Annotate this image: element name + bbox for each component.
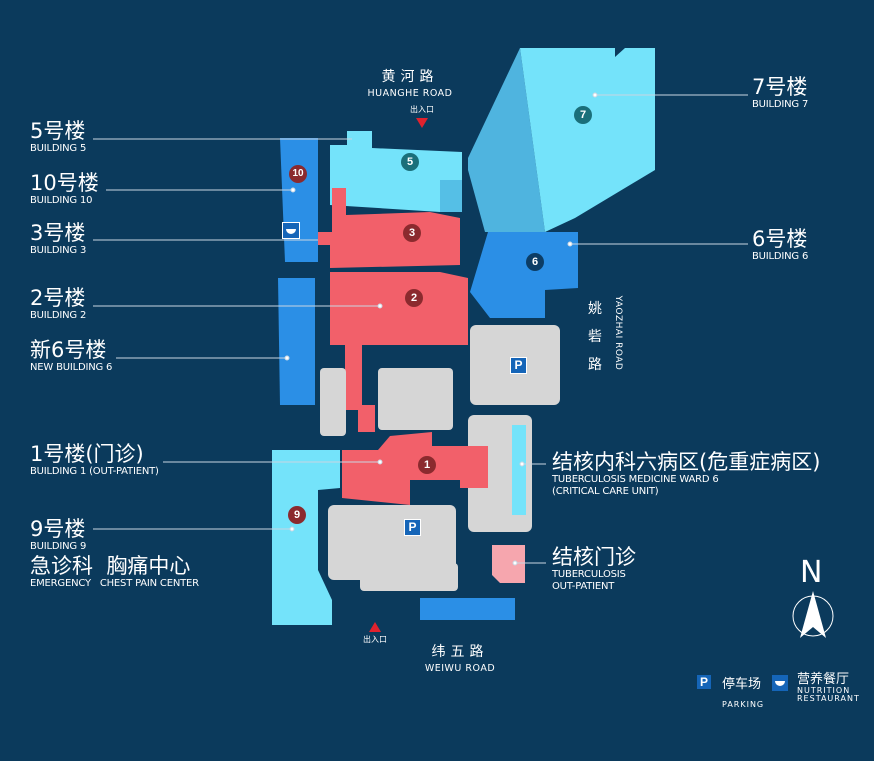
building-7-side[interactable] [468,48,545,232]
parking-lot-south [328,505,456,580]
leader-lines [93,92,748,566]
parking-icon: P [697,675,711,689]
new-building-6[interactable] [278,278,315,405]
marker-2[interactable]: 2 [405,289,423,307]
label-tb-ward-6: 结核内科六病区(危重症病区)TUBERCULOSIS MEDICINE WARD… [552,450,821,497]
corridor [345,345,375,432]
entrance-arrow-icon [369,622,381,632]
gray-block [360,563,458,591]
marker-7[interactable]: 7 [574,106,592,124]
road-yaozhai-cn: 姚砦路 [588,301,602,373]
parking-icon[interactable]: P [510,357,527,374]
building-10[interactable] [280,138,318,262]
gate-north: 出入口 [400,104,444,128]
compass-north-label: N [800,555,823,590]
gray-block [378,368,453,430]
label-emergency: 急诊科 胸痛中心 EMERGENCY CHEST PAIN CENTER [30,554,199,589]
blue-building [420,598,515,620]
building-7[interactable] [520,48,655,232]
marker-6[interactable]: 6 [526,253,544,271]
building-6[interactable] [470,232,578,318]
building-5[interactable] [330,131,462,212]
building-2[interactable] [330,272,468,345]
road-yaozhai-en: YAOZHAI ROAD [613,295,623,371]
marker-10[interactable]: 10 [289,165,307,183]
restaurant-icon [772,675,788,691]
restaurant-icon[interactable] [282,222,300,239]
label-building-1: 1号楼(门诊)BUILDING 1 (OUT-PATIENT) [30,442,159,477]
marker-1[interactable]: 1 [418,456,436,474]
building-3[interactable] [318,188,460,268]
tb-outpatient-building[interactable] [492,545,525,583]
compass-icon [792,591,834,638]
marker-3[interactable]: 3 [403,224,421,242]
building-9[interactable] [272,450,340,625]
marker-5[interactable]: 5 [401,153,419,171]
parking-icon[interactable]: P [404,519,421,536]
building-1[interactable] [342,432,488,505]
entrance-arrow-icon [416,118,428,128]
marker-9[interactable]: 9 [288,506,306,524]
gate-south: 出入口 [353,622,397,645]
gray-block [320,368,346,436]
